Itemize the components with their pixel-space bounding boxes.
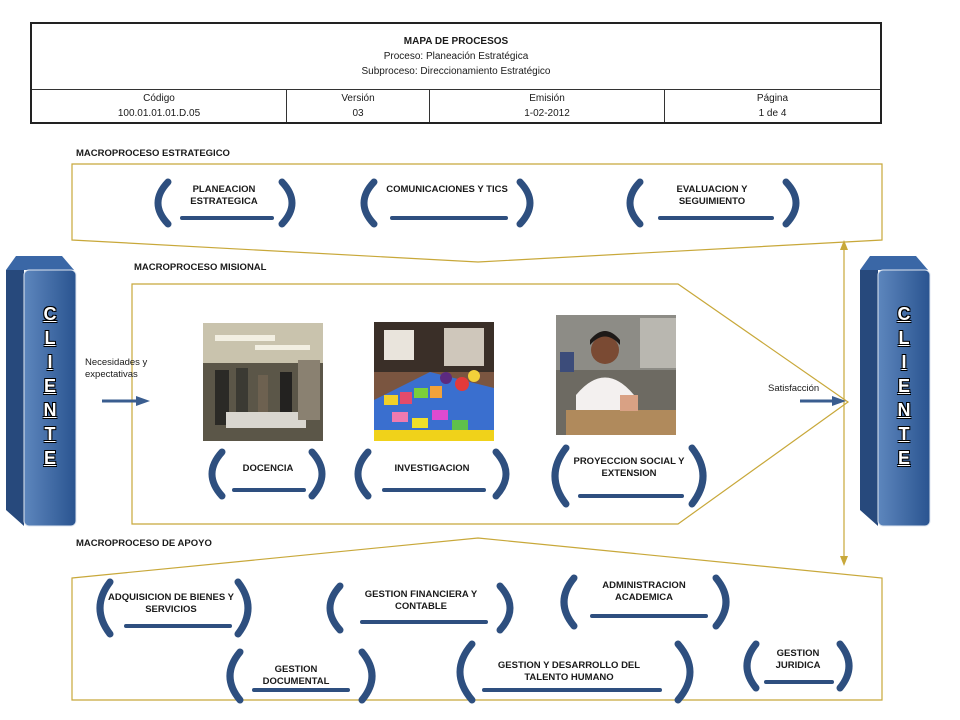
cliente-right-letter: T xyxy=(898,424,910,444)
cliente-right-letter: C xyxy=(897,304,911,324)
cliente-right-label: C L I E N T E xyxy=(878,302,930,470)
map-title: MAPA DE PROCESOS xyxy=(403,35,509,47)
cliente-right-letter: N xyxy=(897,400,911,420)
process-documental: GESTION DOCUMENTAL xyxy=(262,664,330,687)
process-planeacion: PLANEACION ESTRATEGICA xyxy=(190,184,258,207)
codigo-label: Código xyxy=(143,92,175,104)
section-estrategico: MACROPROCESO ESTRATEGICO xyxy=(76,148,230,159)
cliente-right-letter: L xyxy=(898,328,910,348)
header-title-cell: MAPA DE PROCESOS Proceso: Planeación Est… xyxy=(30,22,882,90)
cliente-left-letter: I xyxy=(47,352,53,372)
process-comunicaciones: COMUNICACIONES Y TICS xyxy=(386,184,508,195)
bracket-documental xyxy=(226,648,376,704)
codigo-value: 100.01.01.01.D.05 xyxy=(117,107,201,119)
process-financiera: GESTION FINANCIERA Y CONTABLE xyxy=(364,589,478,612)
input-label: Necesidades y expectativas xyxy=(85,357,148,380)
pagina-label: Página xyxy=(756,92,789,104)
bracket-evaluacion xyxy=(626,178,800,228)
bracket-adquisicion xyxy=(96,578,252,638)
proyeccion-photo xyxy=(556,315,676,435)
estrategico-box xyxy=(71,163,883,263)
process-proyeccion: PROYECCION SOCIAL Y EXTENSION xyxy=(573,456,685,479)
bracket-docencia xyxy=(208,448,326,500)
codigo-cell: Código 100.01.01.01.D.05 xyxy=(30,88,287,124)
bracket-academica xyxy=(560,574,730,630)
version-value: 03 xyxy=(352,107,364,119)
cliente-right-letter: E xyxy=(897,448,910,468)
cliente-left-label: C L I E N T E xyxy=(24,302,76,470)
process-juridica: GESTION JURIDICA xyxy=(775,648,821,671)
emision-value: 1-02-2012 xyxy=(524,107,570,119)
bracket-proyeccion xyxy=(551,444,707,508)
cliente-left-letter: E xyxy=(43,448,56,468)
version-cell: Versión 03 xyxy=(286,88,430,124)
bracket-juridica xyxy=(743,640,853,692)
cliente-right-letter: I xyxy=(901,352,907,372)
version-label: Versión xyxy=(341,92,375,104)
misional-box xyxy=(131,283,850,525)
process-adquisicion: ADQUISICION DE BIENES Y SERVICIOS xyxy=(108,592,234,615)
process-investigacion: INVESTIGACION xyxy=(394,463,470,474)
investigacion-photo xyxy=(374,322,494,441)
bracket-talento xyxy=(456,640,694,704)
cliente-left-block xyxy=(6,256,77,527)
bracket-planeacion xyxy=(154,178,296,228)
docencia-photo xyxy=(203,323,323,441)
process-docencia: DOCENCIA xyxy=(242,463,294,474)
subproceso-text: Subproceso: Direccionamiento Estratégico xyxy=(361,65,551,77)
emision-cell: Emisión 1-02-2012 xyxy=(429,88,665,124)
process-talento: GESTION Y DESARROLLO DEL TALENTO HUMANO xyxy=(497,660,641,683)
apoyo-box xyxy=(71,537,883,701)
section-misional: MACROPROCESO MISIONAL xyxy=(134,262,267,273)
process-evaluacion: EVALUACION Y SEGUIMIENTO xyxy=(676,184,748,207)
pagina-cell: Página 1 de 4 xyxy=(664,88,882,124)
cliente-right-letter: E xyxy=(897,376,910,396)
emision-label: Emisión xyxy=(529,92,565,104)
section-apoyo: MACROPROCESO DE APOYO xyxy=(76,538,212,549)
cliente-left-letter: L xyxy=(44,328,56,348)
output-label: Satisfacción xyxy=(768,383,820,394)
proceso-text: Proceso: Planeación Estratégica xyxy=(383,50,529,62)
cliente-left-letter: E xyxy=(43,376,56,396)
cliente-left-letter: N xyxy=(43,400,57,420)
bracket-investigacion xyxy=(354,448,510,500)
bracket-comunicaciones xyxy=(360,178,534,228)
pagina-value: 1 de 4 xyxy=(758,107,787,119)
cliente-left-letter: C xyxy=(43,304,57,324)
cliente-left-letter: T xyxy=(44,424,56,444)
bracket-financiera xyxy=(326,582,514,634)
process-academica: ADMINISTRACION ACADEMICA xyxy=(602,580,686,603)
cliente-right-block xyxy=(860,256,931,527)
header-table: MAPA DE PROCESOS Proceso: Planeación Est… xyxy=(30,22,882,124)
